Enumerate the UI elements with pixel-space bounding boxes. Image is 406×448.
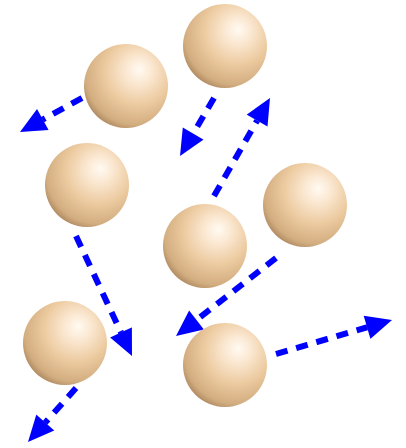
particle-7 — [183, 323, 267, 407]
particle-6 — [23, 301, 107, 385]
particle-4 — [163, 204, 247, 288]
particle-2 — [183, 4, 267, 88]
particle-3 — [45, 143, 129, 227]
particle-1 — [84, 44, 168, 128]
particle-5 — [263, 163, 347, 247]
